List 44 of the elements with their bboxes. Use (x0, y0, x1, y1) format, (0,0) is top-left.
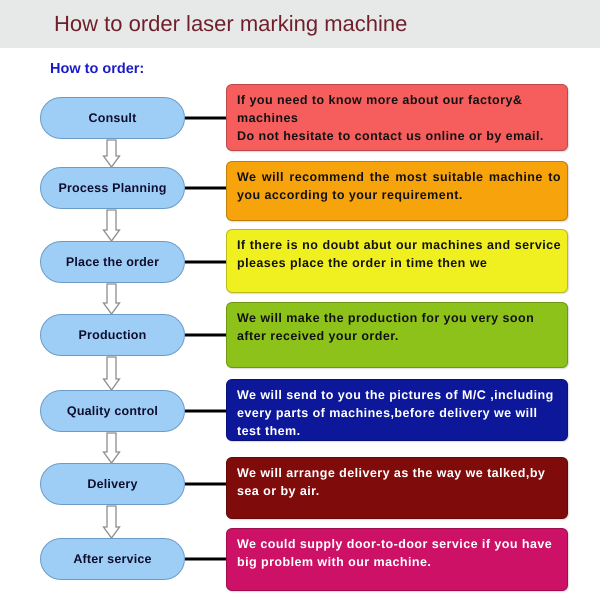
down-arrow (102, 209, 121, 242)
down-arrow (102, 505, 121, 540)
step-pill (40, 463, 185, 505)
connector-line (185, 334, 226, 336)
down-arrow (102, 283, 121, 316)
step-pill (40, 390, 185, 432)
step-pill (40, 538, 185, 580)
step-pill (40, 241, 185, 283)
info-panel (226, 457, 568, 519)
step-pill (40, 314, 185, 356)
connector-line (185, 116, 226, 120)
step-name: Quality control (66, 404, 158, 418)
step-pill (40, 167, 185, 209)
info-panel (226, 84, 568, 151)
connector-line (185, 410, 226, 412)
step-name: Process Planning (58, 181, 167, 195)
description-text: Do not hesitate to contact us online or by email. (237, 128, 545, 145)
info-panel (226, 302, 568, 368)
down-arrow (102, 432, 121, 464)
connector-line (185, 260, 226, 264)
info-panel (226, 379, 568, 441)
step-pill (40, 97, 185, 139)
connector-line (185, 186, 226, 190)
down-arrow (102, 139, 121, 168)
description-text: We could supply door-to-door service if you have big problem with our machine. (237, 536, 554, 571)
connector-line (185, 482, 226, 486)
description-text: We will arrange delivery as the way we talked,by sea or by air. (237, 465, 546, 500)
description-text: If there is no doubt abut our machines and service pleases place the order in time then we (237, 237, 561, 272)
description-text: We will send to you the pictures of M/C ,including every parts of machines,before delivery we will test them. (237, 387, 555, 440)
info-panel (226, 161, 568, 221)
connector-line (185, 558, 226, 560)
step-name: Delivery (87, 477, 138, 491)
step-name: Consult (88, 111, 136, 125)
step-name: After service (73, 552, 152, 566)
down-arrow (102, 356, 121, 392)
step-name: Production (78, 328, 146, 342)
section-heading: How to order: (50, 61, 144, 77)
description-text: We will recommend the most suitable machine to you according to your requirement. (237, 169, 561, 204)
step-name: Place the order (66, 255, 160, 269)
title: How to order laser marking machine (54, 11, 408, 37)
info-panel (226, 229, 568, 293)
info-panel (226, 528, 568, 591)
description-text: If you need to know more about our factory& machines (237, 92, 524, 127)
description-text: We will make the production for you very soon after received your order. (237, 310, 536, 345)
